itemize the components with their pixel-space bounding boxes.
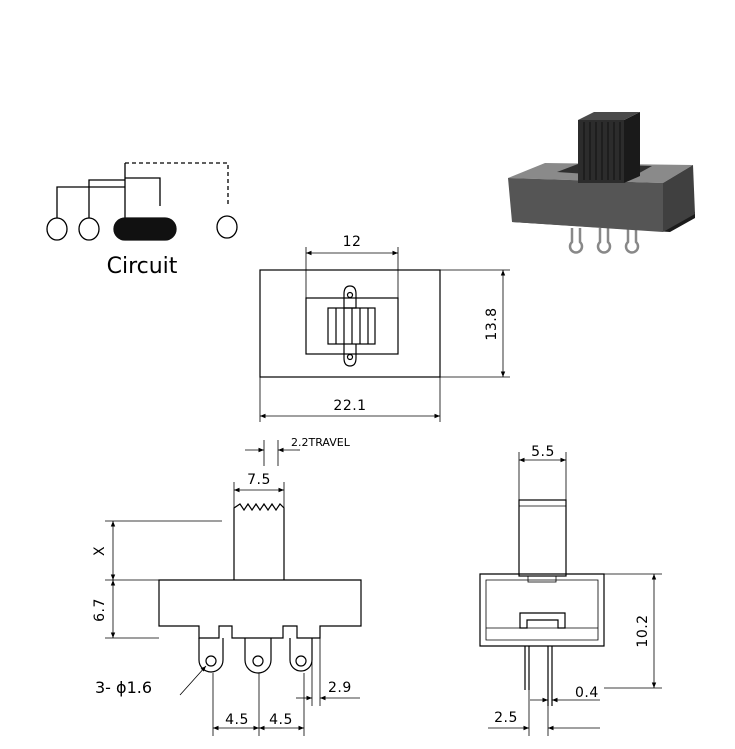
travel-label: 2.2TRAVEL: [291, 436, 351, 449]
circuit-dashed-wire: [125, 162, 229, 206]
terminal-4-icon: [216, 215, 238, 239]
photo-pins: [568, 228, 640, 254]
total-height-label: 10.2: [635, 614, 651, 647]
switch-photo: [508, 112, 695, 254]
side-view: [479, 452, 662, 736]
pin-offset-side-label: 2.5: [494, 710, 518, 726]
photo-actuator: [578, 120, 624, 183]
front-lug-1: [198, 638, 224, 673]
front-view: [105, 440, 362, 736]
photo-side-face: [663, 165, 695, 232]
top-view-body: [259, 269, 441, 378]
holes-label: 3- ϕ1.6: [95, 678, 152, 697]
top-slot-width-label: 12: [343, 234, 362, 250]
front-actuator: [233, 502, 285, 580]
front-body: [158, 579, 362, 639]
photo-front-face: [508, 178, 663, 232]
circuit-wire-4: [125, 177, 161, 206]
pin-offset-label: 2.9: [328, 680, 352, 696]
hole-1-icon: [205, 655, 217, 667]
slider-contact-icon: [113, 217, 177, 241]
top-width-label: 22.1: [333, 398, 366, 414]
circuit-wire-2: [88, 179, 125, 218]
top-height-label: 13.8: [484, 307, 500, 340]
actuator-height-label: X: [92, 546, 108, 556]
terminal-1-icon: [46, 217, 68, 241]
pin-thickness-label: 0.4: [575, 685, 599, 701]
front-lug-2: [244, 638, 272, 674]
terminal-2-icon: [78, 217, 100, 241]
hole-3-icon: [295, 655, 307, 667]
circuit-diagram: [46, 162, 238, 241]
circuit-label: Circuit: [107, 254, 178, 279]
top-view-slot: [305, 297, 399, 355]
hole-2-icon: [252, 655, 264, 667]
pitch-left-label: 4.5: [225, 712, 249, 728]
pitch-right-label: 4.5: [269, 712, 293, 728]
side-pin-2: [547, 646, 553, 706]
circuit-wire-1: [56, 186, 125, 218]
side-actuator: [518, 499, 567, 577]
side-pin-1: [524, 646, 530, 690]
front-actuator-width-label: 7.5: [247, 472, 271, 488]
body-height-label: 6.7: [92, 598, 108, 622]
top-view: [259, 247, 510, 422]
side-body: [479, 573, 605, 647]
side-actuator-width-label: 5.5: [531, 444, 555, 460]
side-slider: [519, 612, 566, 629]
